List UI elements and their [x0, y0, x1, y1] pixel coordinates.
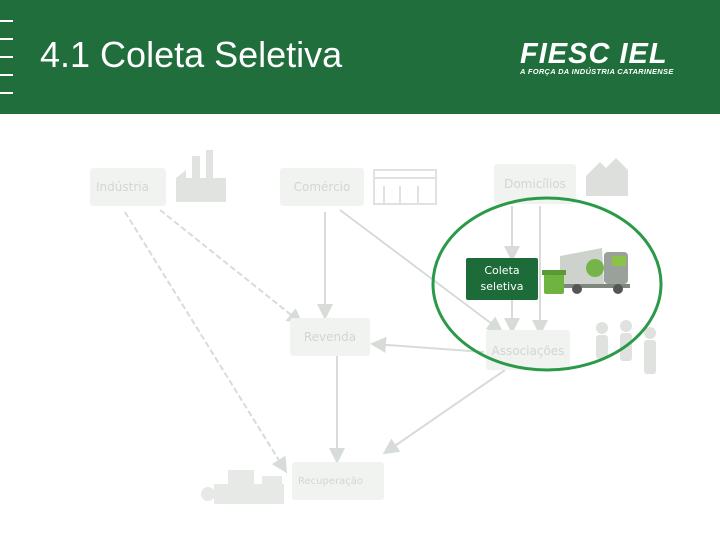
people-icon — [596, 320, 656, 374]
node-recuperacao: Recuperação — [292, 462, 384, 500]
node-coleta-seletiva: Coleta seletiva — [466, 258, 538, 300]
recycle-bin-icon — [542, 270, 566, 294]
arrow-associacoes-recuperacao — [382, 369, 506, 455]
arrow-industria-revenda — [159, 209, 304, 325]
node-industria: Indústria — [90, 168, 166, 206]
arrow-associacoes-revenda — [370, 336, 485, 353]
header-bar: 4.1 Coleta Seletiva FIESC IEL A FORÇA DA… — [0, 0, 720, 114]
recycling-plant-icon — [201, 470, 284, 504]
arrow-comercio-associacoes — [339, 209, 504, 333]
page-title: 4.1 Coleta Seletiva — [40, 34, 343, 75]
houses-icon — [586, 158, 628, 196]
shop-icon — [373, 169, 437, 205]
node-comercio: Comércio — [280, 168, 364, 206]
factory-icon — [176, 150, 226, 202]
decorative-lines — [0, 20, 14, 110]
garbage-truck-icon — [560, 248, 630, 294]
node-revenda: Revenda — [290, 318, 370, 356]
logo-text: FIESC IEL — [520, 38, 668, 70]
arrow-industria-recuperacao — [124, 211, 288, 474]
highlight-circle — [431, 196, 663, 372]
logo-tagline: A FORÇA DA INDÚSTRIA CATARINENSE — [520, 67, 674, 76]
fiesc-iel-logo: FIESC IEL A FORÇA DA INDÚSTRIA CATARINEN… — [520, 38, 674, 77]
